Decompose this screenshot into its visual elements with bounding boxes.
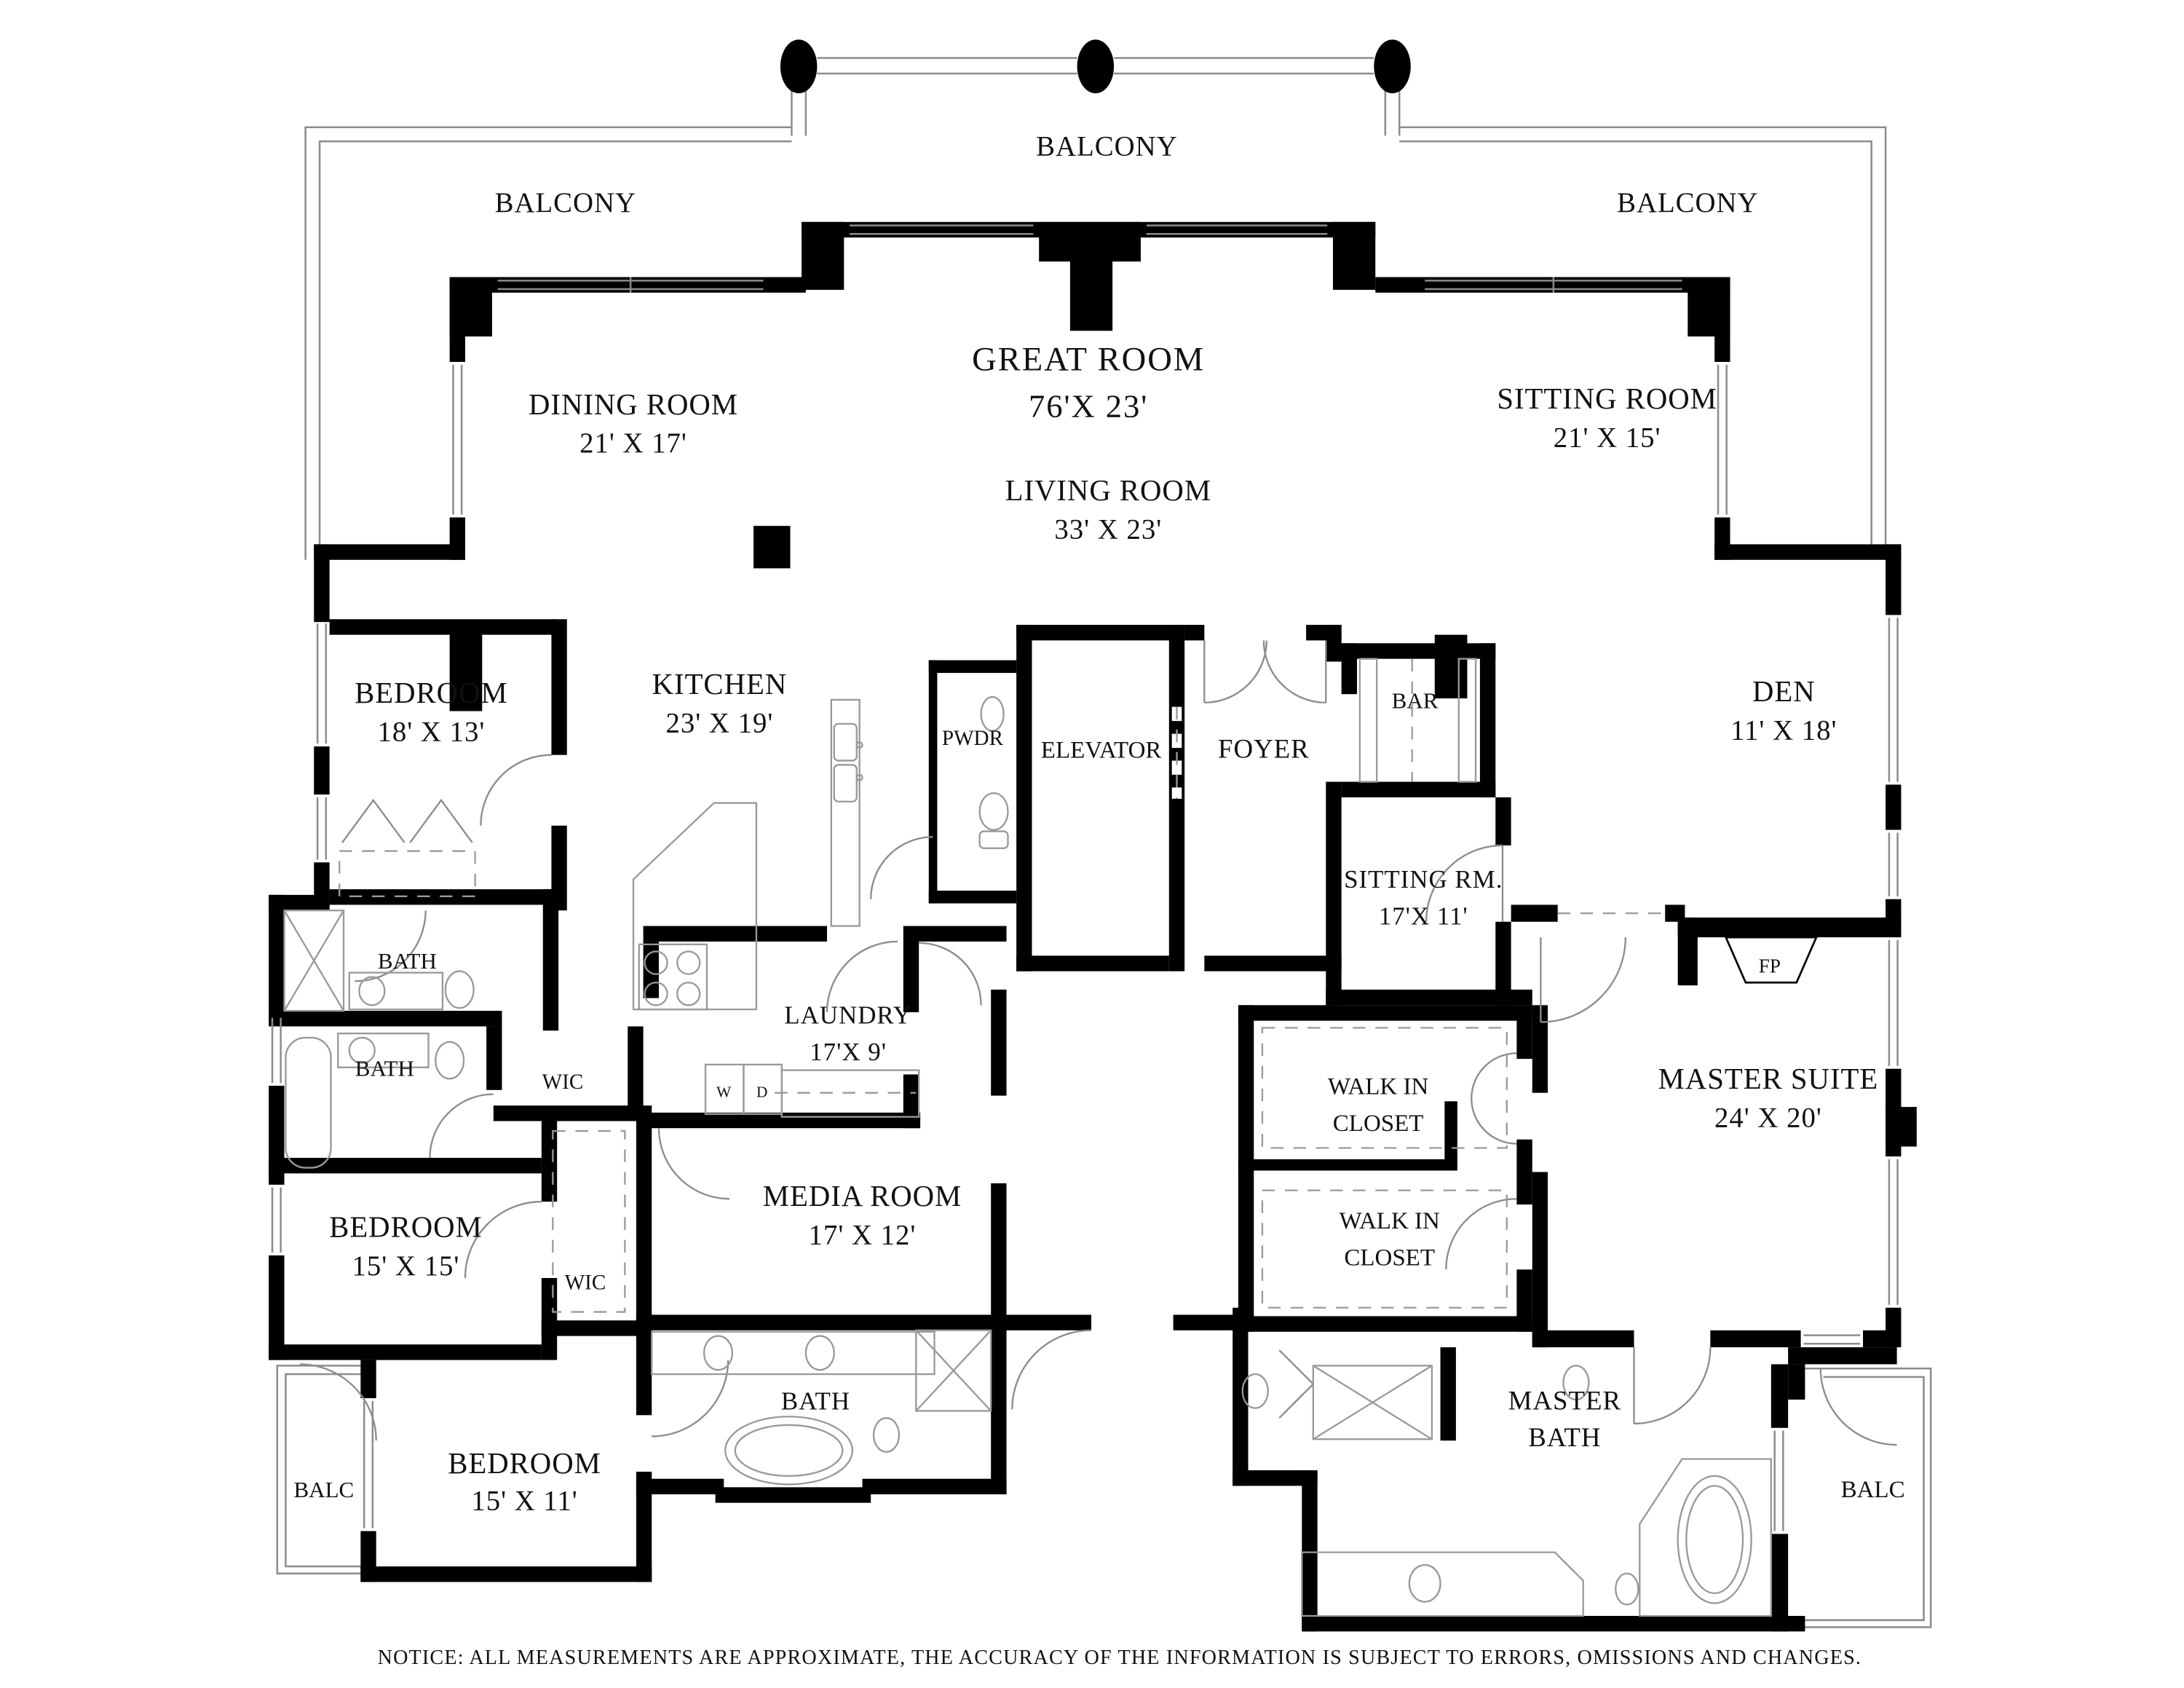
label-elevator: ELEVATOR xyxy=(1041,738,1162,764)
label-wic2: WIC xyxy=(565,1271,606,1295)
label-bedroom15-dims: 15' X 15' xyxy=(352,1250,460,1282)
label-bedroom11-dims: 15' X 11' xyxy=(471,1485,577,1516)
label-sitting-room-name: SITTING ROOM xyxy=(1497,382,1717,415)
windows xyxy=(271,224,1899,1531)
pwdr-sink-icon xyxy=(978,695,1009,849)
label-wic1: WIC xyxy=(542,1070,584,1094)
label-washer: W xyxy=(716,1084,732,1101)
label-bedroom18-dims: 18' X 13' xyxy=(378,716,486,747)
label-wic-closet1-l1: WALK IN xyxy=(1328,1074,1429,1100)
bath3-fixtures xyxy=(651,1329,992,1486)
label-dining-room-name: DINING ROOM xyxy=(529,388,738,421)
label-laundry-dims: 17'X 9' xyxy=(810,1038,887,1066)
dashed-details xyxy=(339,658,1663,1313)
balcony-outlines xyxy=(276,57,1932,1628)
label-bedroom18-name: BEDROOM xyxy=(355,677,508,709)
label-kitchen-name: KITCHEN xyxy=(652,668,788,701)
label-bedroom15-name: BEDROOM xyxy=(329,1211,483,1244)
walls xyxy=(269,221,1917,1632)
label-wic-closet2-l2: CLOSET xyxy=(1344,1245,1435,1271)
label-dryer: D xyxy=(756,1084,767,1101)
label-balcony-top: BALCONY xyxy=(1036,131,1177,162)
fixtures xyxy=(283,695,1819,1617)
label-great-room-dims: 76'X 23' xyxy=(1029,388,1148,425)
label-bedroom11-name: BEDROOM xyxy=(448,1447,601,1480)
doors xyxy=(299,640,1897,1446)
label-master-bath-l1: MASTER xyxy=(1508,1386,1621,1416)
label-living-room-dims: 33' X 23' xyxy=(1054,514,1162,545)
balcony-columns xyxy=(780,39,1411,94)
column-icon xyxy=(1077,39,1115,94)
label-sitting-room-dims: 21' X 15' xyxy=(1554,422,1661,453)
washer-dryer-icon xyxy=(704,1063,920,1118)
label-dining-room-dims: 21' X 17' xyxy=(579,427,687,459)
label-den-name: DEN xyxy=(1752,675,1816,708)
label-master-suite-name: MASTER SUITE xyxy=(1658,1062,1879,1095)
master-bath-fixtures xyxy=(1241,1365,1772,1617)
label-master-bath-l2: BATH xyxy=(1528,1422,1601,1452)
bath1-fixtures xyxy=(283,910,475,1012)
label-fireplace: FP xyxy=(1759,955,1781,977)
label-balc-right: BALC xyxy=(1841,1477,1905,1503)
label-balc-left: BALC xyxy=(293,1477,354,1502)
label-pwdr: PWDR xyxy=(942,727,1004,750)
label-balcony-left: BALCONY xyxy=(495,187,636,218)
label-den-dims: 11' X 18' xyxy=(1730,714,1837,746)
label-wic-closet2-l1: WALK IN xyxy=(1339,1208,1440,1234)
label-sitting-rm-name: SITTING RM. xyxy=(1344,865,1503,894)
label-wic-closet1-l2: CLOSET xyxy=(1333,1111,1424,1137)
column-icon xyxy=(1374,39,1411,94)
label-bath1: BATH xyxy=(378,948,437,974)
label-media-room-dims: 17' X 12' xyxy=(809,1219,917,1250)
labels: BALCONY BALCONY BALCONY GREAT ROOM 76'X … xyxy=(293,131,1904,1669)
label-living-room-name: LIVING ROOM xyxy=(1005,474,1211,507)
label-media-room-name: MEDIA ROOM xyxy=(763,1180,962,1212)
bath2-fixtures xyxy=(285,1032,465,1169)
label-great-room-name: GREAT ROOM xyxy=(972,341,1205,379)
fireplace-icon xyxy=(1724,936,1819,984)
kitchen-sink-icon xyxy=(830,698,863,927)
label-kitchen-dims: 23' X 19' xyxy=(666,708,774,739)
column-icon xyxy=(780,39,818,94)
label-bath3: BATH xyxy=(781,1387,850,1416)
label-bar: BAR xyxy=(1392,688,1439,714)
label-balcony-right: BALCONY xyxy=(1617,187,1758,218)
notice-text: NOTICE: ALL MEASUREMENTS ARE APPROXIMATE… xyxy=(378,1646,1861,1669)
label-bath2: BATH xyxy=(355,1055,414,1081)
label-sitting-rm-dims: 17'X 11' xyxy=(1379,902,1468,931)
kitchen-island-icon xyxy=(632,802,758,1011)
label-laundry-name: LAUNDRY xyxy=(784,1001,912,1030)
label-foyer: FOYER xyxy=(1218,734,1310,764)
label-master-suite-dims: 24' X 20' xyxy=(1714,1102,1822,1133)
